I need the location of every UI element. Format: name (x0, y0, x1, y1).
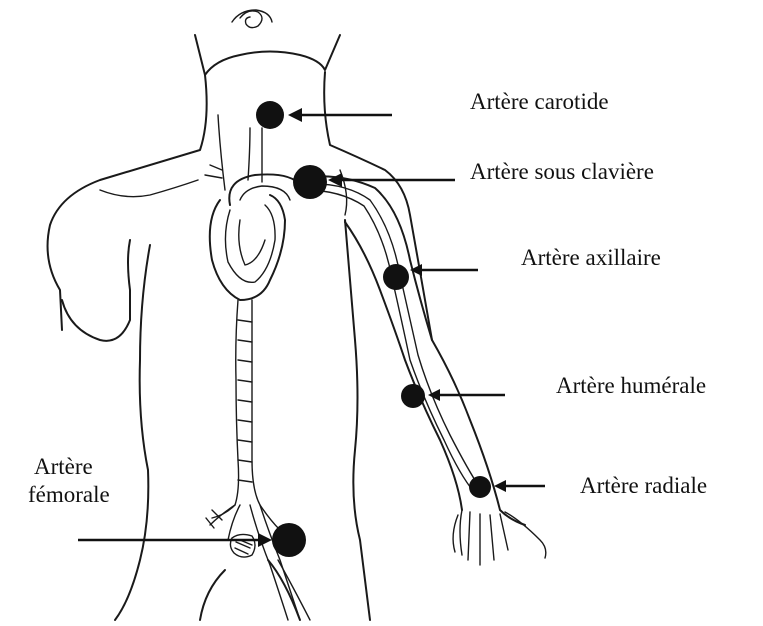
femoral-pulse-point (272, 523, 306, 557)
axillary-arrow-icon (410, 264, 478, 276)
radial-pulse-point (469, 476, 491, 498)
brachial-pulse-point (401, 384, 425, 408)
femoral-label: Artère fémorale (28, 453, 110, 508)
brachial-label: Artère humérale (556, 372, 706, 400)
subclavian-pulse-point (293, 165, 327, 199)
carotid-label: Artère carotide (470, 88, 609, 116)
head-outline (195, 10, 340, 75)
axillary-pulse-point (383, 264, 409, 290)
carotid-pulse-point (256, 101, 284, 129)
axillary-label: Artère axillaire (521, 244, 661, 272)
radial-label: Artère radiale (580, 472, 707, 500)
subclavian-label: Artère sous clavière (470, 158, 654, 186)
arm-outline (300, 176, 546, 565)
pulse-points (256, 101, 491, 557)
body-outline (48, 72, 432, 620)
brachial-arrow-icon (428, 389, 505, 401)
radial-arrow-icon (494, 480, 545, 492)
femoral-label-line-1: Artère (28, 453, 110, 481)
carotid-arrow-icon (288, 108, 392, 122)
femoral-label-line-2: fémorale (28, 481, 110, 509)
